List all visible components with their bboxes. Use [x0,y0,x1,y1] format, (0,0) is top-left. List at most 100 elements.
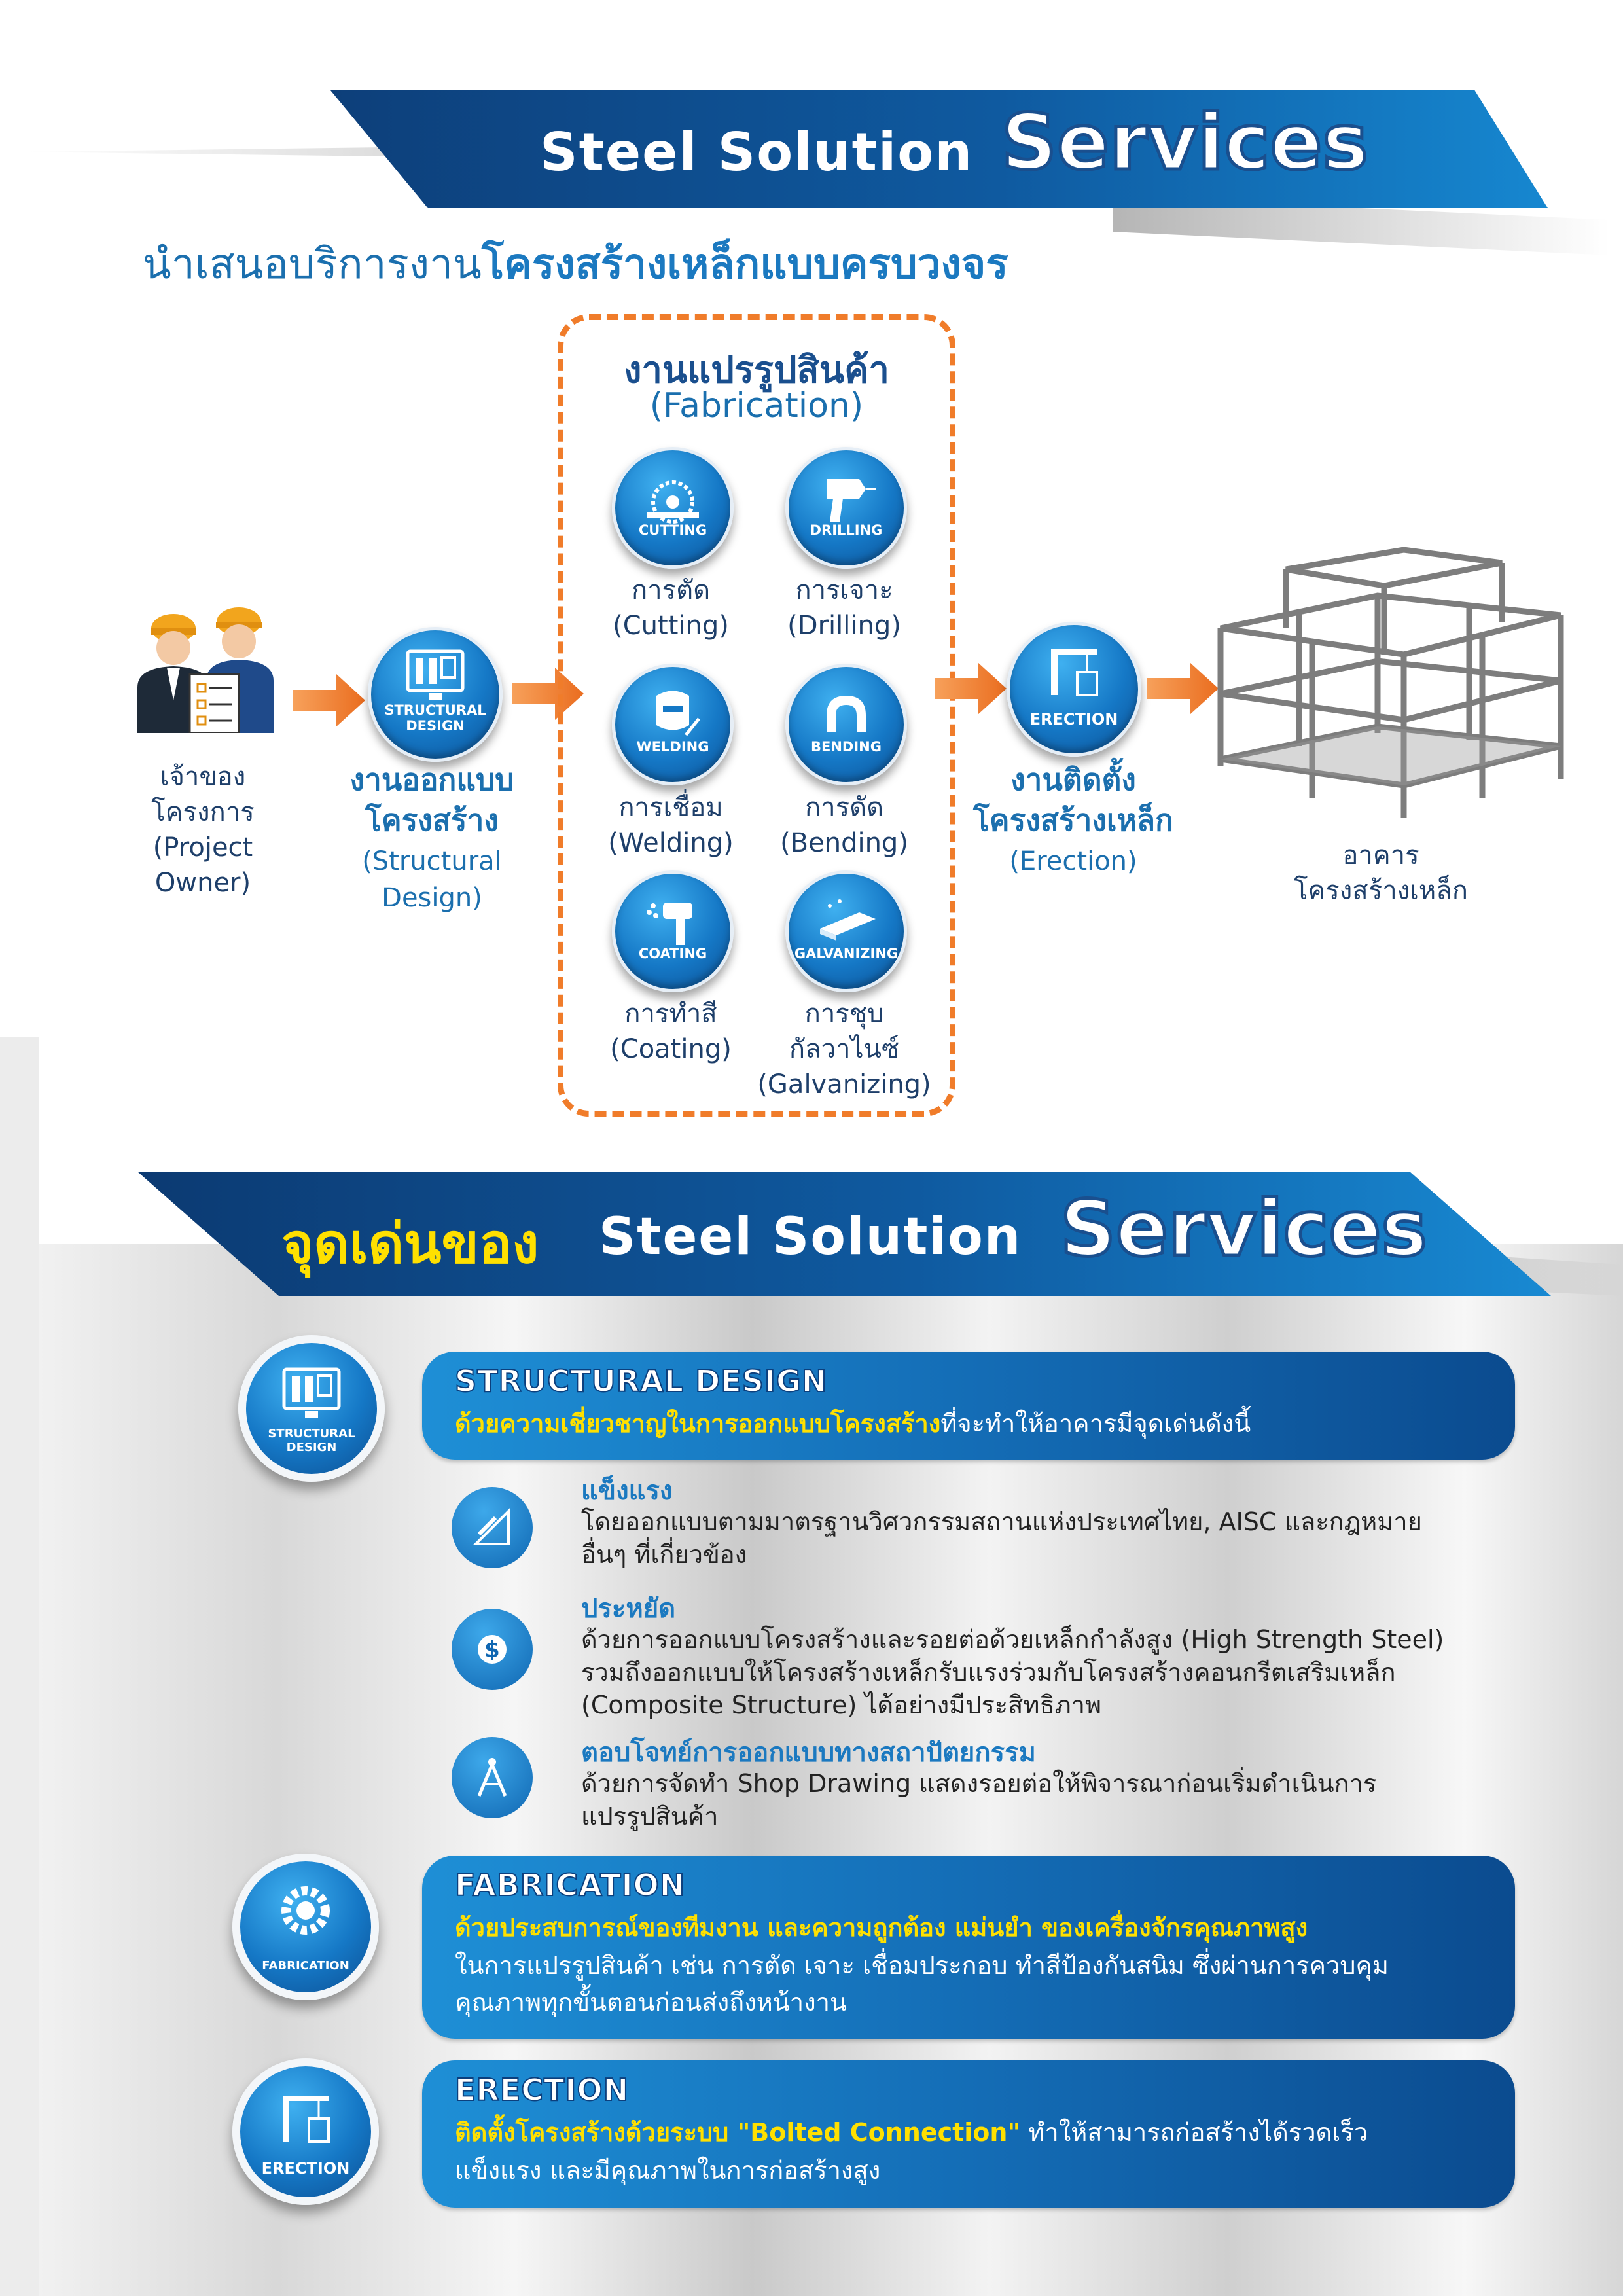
drilling-icon-label: DRILLING [810,522,883,538]
bending-en: (Bending) [780,828,908,858]
erection-pill-line1: ติดตั้งโครงสร้างด้วยระบบ "Bolted Connect… [455,2114,1368,2151]
drilling-en: (Drilling) [787,611,901,641]
fabrication-pill-title: FABRICATION [454,1867,686,1903]
left-edge-panel [0,1037,39,2296]
structural-badge-label: STRUCTURAL DESIGN [268,1427,355,1454]
structural-pill-line: ด้วยความเชี่ยวชาญในการออกแบบโครงสร้างที่… [455,1405,1251,1442]
erection-line1: งานติดตั้ง [1010,762,1136,797]
erection-pill-yellow: ติดตั้งโครงสร้างด้วยระบบ "Bolted Connect… [455,2118,1021,2147]
cutting-en: (Cutting) [613,611,729,641]
cutting-icon: CUTTING [612,447,734,569]
header-title-part2: Services [1000,96,1370,189]
project-owner-illustration [124,602,288,734]
structural-line3: (Structural [362,846,502,876]
fabrication-pill-line2: ในการแปรรูปสินค้า เช่น การตัด เจาะ เชื่อ… [455,1951,1389,1980]
erection-pill: ERECTION ติดตั้งโครงสร้างด้วยระบบ "Bolte… [422,2060,1515,2208]
feature-architecture-line1: ด้วยการจัดทำ Shop Drawing แสดงรอยต่อให้พ… [581,1769,1377,1798]
fabrication-pill-line1: ด้วยประสบการณ์ของทีมงาน และความถูกต้อง แ… [455,1909,1308,1946]
owner-line3: (Project [152,833,253,863]
structural-design-icon: STRUCTURAL DESIGN [368,627,503,762]
feature-strong-text: โดยออกแบบตามมาตรฐานวิศวกรรมสถานแห่งประเท… [581,1505,1422,1571]
feature-economy-line3: (Composite Structure) ได้อย่างมีประสิทธิ… [581,1691,1102,1719]
coating-th: การทำสี [624,999,717,1029]
galvanizing-icon-label: GALVANIZING [794,946,899,961]
erection-pill-rest: ทำให้สามารถก่อสร้างได้รวดเร็ว [1020,2118,1368,2147]
owner-line4: Owner) [154,868,251,898]
erection-pill-title: ERECTION [454,2072,630,2108]
structural-design-badge-icon: STRUCTURAL DESIGN [238,1335,385,1482]
structural-pill-yellow: ด้วยความเชี่ยวชาญในการออกแบบโครงสร้าง [455,1409,941,1438]
section2-title-part2: Services [1059,1182,1429,1276]
feature-economy-title: ประหยัด [581,1594,676,1624]
building-caption: อาคาร โครงสร้างเหล็ก [1263,838,1499,908]
erection-icon: ERECTION [1007,622,1141,757]
fabrication-pill-yellow: ด้วยประสบการณ์ของทีมงาน และความถูกต้อง แ… [455,1913,1308,1942]
flow-arrow-1 [293,674,365,726]
ruler-pencil-icon [452,1487,533,1568]
header-title-part1: Steel Solution [540,122,974,183]
fabrication-badge-label: FABRICATION [262,1959,349,1973]
structural-line4: Design) [382,883,482,913]
galvanizing-icon: GALVANIZING [785,870,907,992]
svg-text:$: $ [484,1637,500,1663]
cutting-icon-label: CUTTING [638,522,707,538]
cutting-caption: การตัด (Cutting) [576,573,766,643]
galvanizing-th: การชุบ [804,999,884,1029]
coating-icon-label: COATING [638,946,707,961]
welding-caption: การเชื่อม (Welding) [576,790,766,861]
page-subtitle: นำเสนอบริการงานโครงสร้างเหล็กแบบครบวงจร [143,230,1008,297]
erection-badge-icon: ERECTION [232,2058,379,2205]
structural-line1: งานออกแบบ [349,762,514,797]
coating-icon: COATING [612,870,734,992]
feature-strong-line2: อื่นๆ ที่เกี่ยวข้อง [581,1540,747,1569]
header-banner: Steel Solution Services [330,90,1548,208]
erection-pill-line2: แข็งแรง และมีคุณภาพในการก่อสร้างสูง [455,2156,881,2185]
feature-architecture-text: ด้วยการจัดทำ Shop Drawing แสดงรอยต่อให้พ… [581,1767,1376,1833]
feature-architecture-title: ตอบโจทย์การออกแบบทางสถาปัตยกรรม [581,1738,1036,1768]
erection-icon-label: ERECTION [1029,710,1118,728]
subtitle-normal: นำเสนอบริการงาน [143,240,482,289]
feature-strong-title: แข็งแรง [581,1476,673,1506]
structural-design-icon-label: STRUCTURAL DESIGN [384,702,486,734]
bending-icon-label: BENDING [811,739,882,755]
fabrication-pill-line3: คุณภาพทุกขั้นตอนก่อนส่งถึงหน้างาน [455,1988,847,2017]
drilling-th: การเจาะ [795,575,893,605]
owner-line2: โครงการ [151,797,255,827]
section2-banner: จุดเด่นของ Steel Solution Services [137,1172,1551,1296]
structural-design-heading: งานออกแบบ โครงสร้าง [327,759,537,840]
fabrication-badge-icon: FABRICATION [232,1854,379,2000]
building-line1: อาคาร [1342,840,1419,870]
erection-line2: โครงสร้างเหล็ก [973,802,1173,838]
project-owner-caption: เจ้าของ โครงการ (Project Owner) [118,759,288,901]
fabrication-pill: FABRICATION ด้วยประสบการณ์ของทีมงาน และค… [422,1856,1515,2039]
feature-architecture-line2: แปรรูปสินค้า [581,1802,719,1831]
bending-icon: BENDING [785,664,907,785]
bending-caption: การดัด (Bending) [749,790,939,861]
section2-title-part1: Steel Solution [599,1208,1022,1266]
erection-line3: (Erection) [1009,846,1137,876]
drilling-caption: การเจาะ (Drilling) [749,573,939,643]
welding-icon: WELDING [612,664,734,785]
fabrication-dashed-box [558,314,955,1117]
feature-economy-text: ด้วยการออกแบบโครงสร้างและรอยต่อด้วยเหล็ก… [581,1623,1444,1721]
subtitle-bold: โครงสร้างเหล็กแบบครบวงจร [481,240,1008,289]
feature-economy-line1: ด้วยการออกแบบโครงสร้างและรอยต่อด้วยเหล็ก… [581,1625,1444,1654]
fabrication-subtitle: (Fabrication) [649,386,864,425]
building-line2: โครงสร้างเหล็ก [1294,876,1468,906]
fabrication-title: งานแปรรูปสินค้า [624,349,889,391]
erection-heading: งานติดตั้ง โครงสร้างเหล็ก [955,759,1191,840]
bending-th: การดัด [804,793,884,823]
galvanizing-en: กัลวาไนซ์ [789,1034,900,1064]
galvanizing-caption: การชุบ กัลวาไนซ์ (Galvanizing) [749,996,939,1102]
section2-title-th: จุดเด่นของ [281,1211,539,1276]
erection-subheading: (Erection) [955,843,1191,880]
structural-pill-rest: ที่จะทำให้อาคารมีจุดเด่นดังนี้ [940,1409,1251,1438]
cutting-th: การตัด [631,575,711,605]
coating-caption: การทำสี (Coating) [576,996,766,1067]
drilling-icon: DRILLING [785,447,907,569]
steel-building-illustration [1207,530,1567,825]
compass-icon [452,1737,533,1818]
owner-line1: เจ้าของ [160,762,246,792]
structural-design-pill: STRUCTURAL DESIGN ด้วยความเชี่ยวชาญในการ… [422,1352,1515,1460]
galvanizing-en2: (Galvanizing) [757,1069,931,1100]
